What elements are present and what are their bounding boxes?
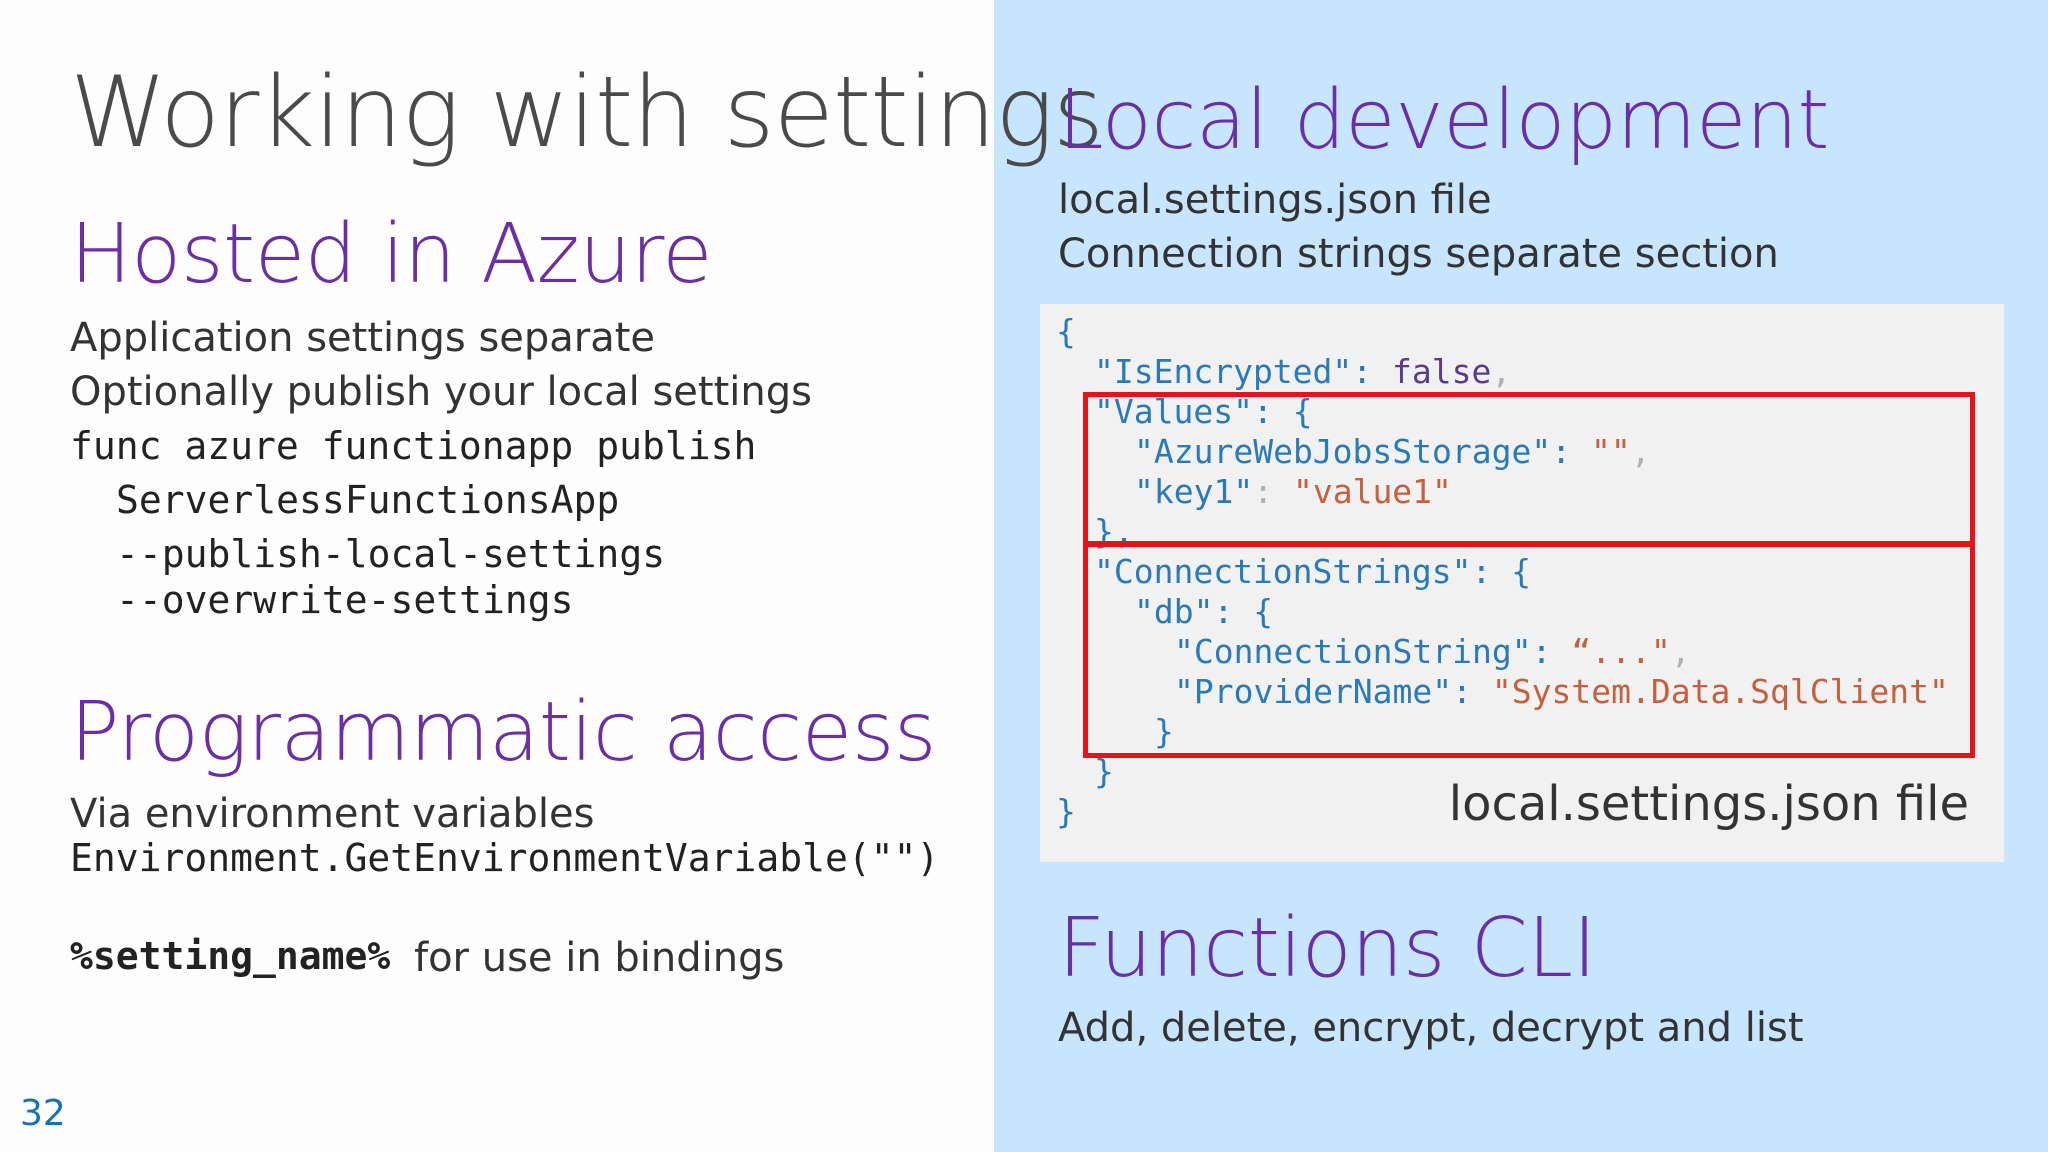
cli-line-1: Add, delete, encrypt, decrypt and list [1058,1005,1804,1051]
code-line-5: "key1": "value1" [1134,472,1452,511]
programmatic-heading: Programmatic access [70,685,937,780]
hosted-heading: Hosted in Azure [70,207,713,302]
publish-command-1: func azure functionapp publish [70,424,757,468]
code-line-1: { [1056,312,1076,351]
slide-number: 32 [20,1093,66,1134]
code-line-7: "ConnectionStrings": { [1094,552,1532,591]
env-variable-code: Environment.GetEnvironmentVariable("") [70,836,940,880]
code-sample [1040,304,2004,862]
code-line-13: } [1056,792,1076,831]
code-line-12: } [1094,752,1114,791]
code-caption: local.settings.json file [1448,776,1969,832]
code-line-11: } [1154,712,1174,751]
setting-name-text: for use in bindings [414,935,785,981]
hosted-line-2: Optionally publish your local settings [70,369,812,415]
connection-strings-highlight-box [1083,542,1975,758]
publish-command-4: --overwrite-settings [116,578,574,622]
code-line-2: "IsEncrypted": false, [1094,352,1512,391]
code-line-10: "ProviderName": "System.Data.SqlClient" [1174,672,1949,711]
code-line-9: "ConnectionString": “...", [1174,632,1691,671]
slide-title: Working with settings [70,56,1104,170]
code-line-8: "db": { [1134,592,1274,631]
local-line-2: Connection strings separate section [1058,231,1779,277]
code-line-4: "AzureWebJobsStorage": "", [1134,432,1651,471]
setting-name-code: %setting_name% [70,934,391,978]
publish-command-2: ServerlessFunctionsApp [116,478,620,522]
hosted-line-1: Application settings separate [70,315,656,361]
code-line-3: "Values": { [1094,392,1313,431]
publish-command-3: --publish-local-settings [116,532,666,576]
local-line-1: local.settings.json file [1058,177,1492,223]
values-highlight-box [1083,392,1975,546]
cli-heading: Functions CLI [1058,901,1597,996]
local-heading: Local development [1058,73,1830,168]
left-panel [0,0,994,1152]
programmatic-line-1: Via environment variables [70,791,595,837]
